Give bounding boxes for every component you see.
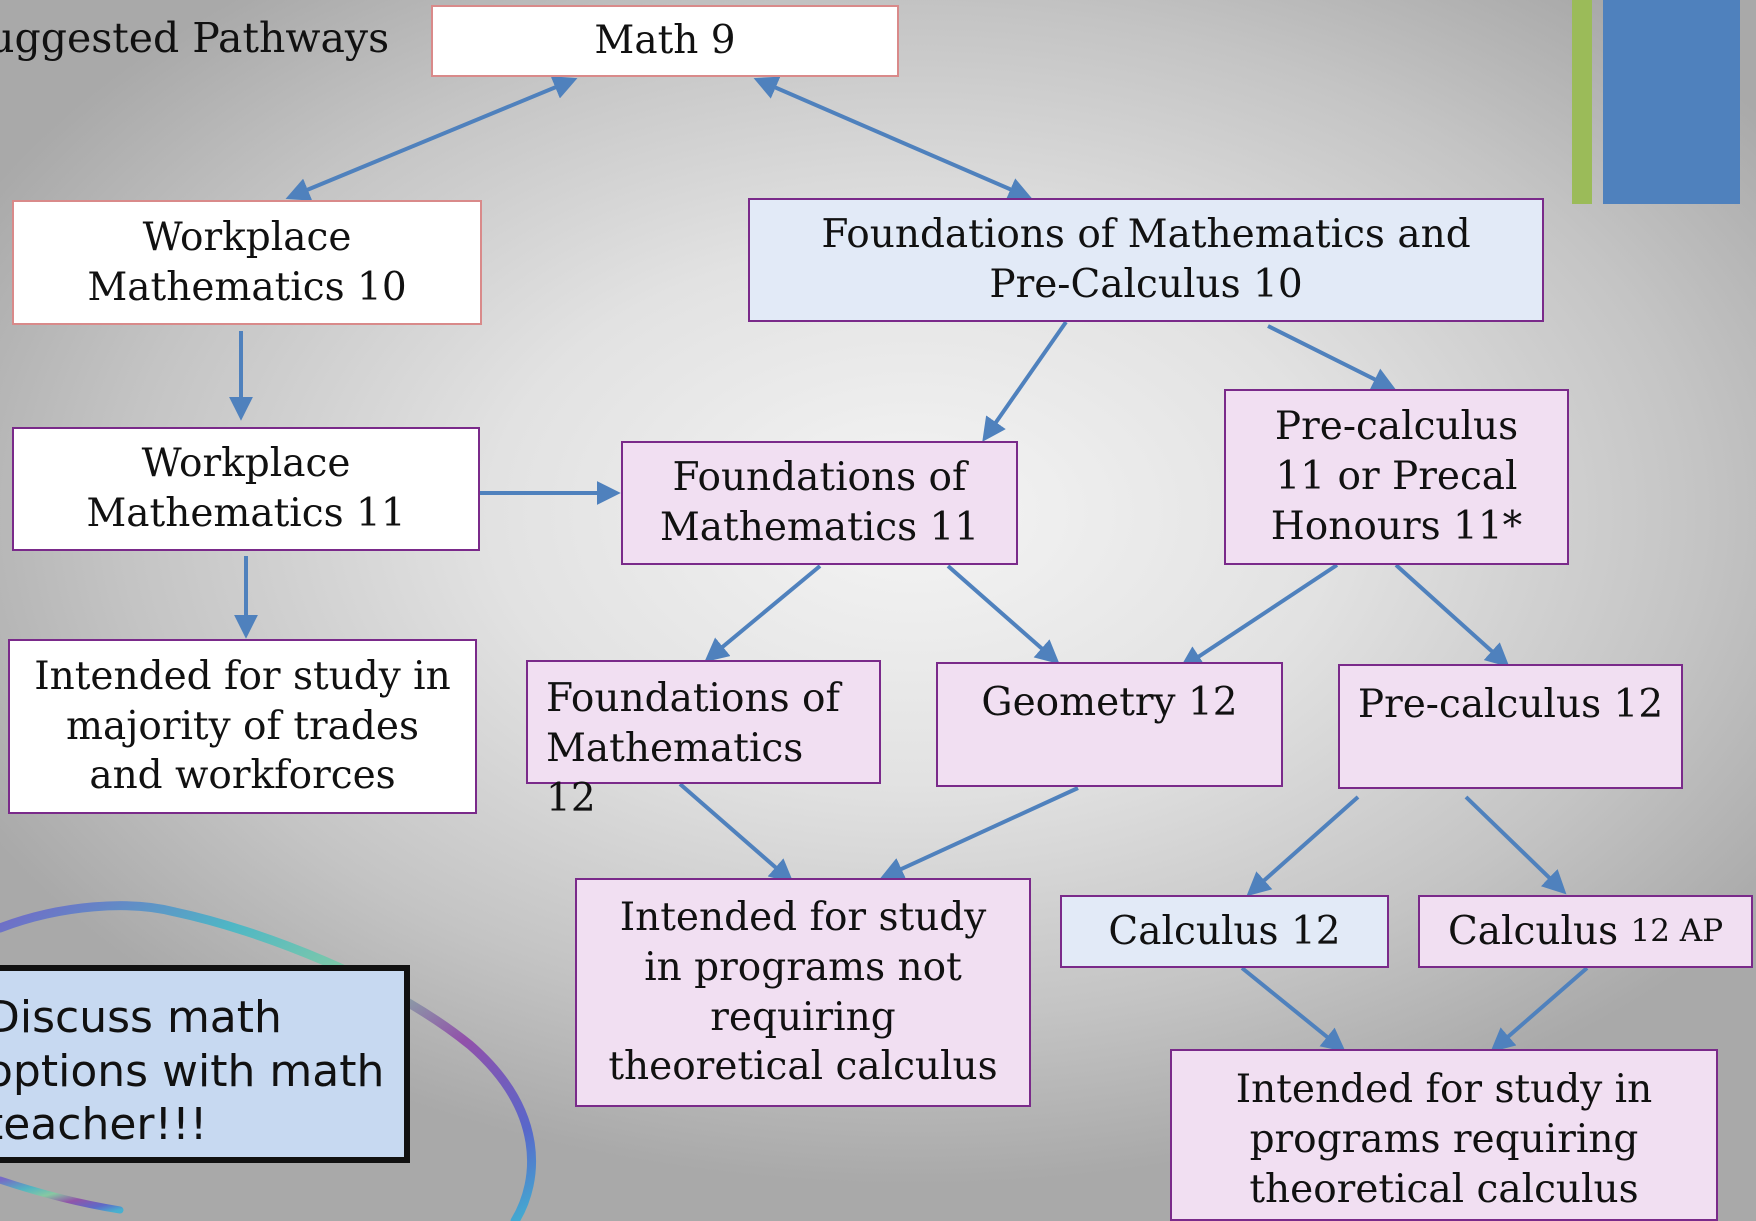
note-non-theoretical-calculus: Intended for study in programs not requi… — [575, 878, 1031, 1107]
arrow-foundations11-foundations12 — [704, 564, 822, 663]
arrow-precalc11-geometry12 — [1178, 563, 1339, 670]
node-precalculus-12-label: Pre-calculus 12 — [1357, 682, 1664, 727]
arrow-precalc11-precalc12 — [1394, 563, 1510, 668]
node-geometry-12-label: Geometry 12 — [981, 680, 1238, 725]
arrow-precalc12-calculus12 — [1246, 795, 1360, 897]
callout-discuss-math: Discuss math options with math teacher!!… — [0, 965, 410, 1163]
node-calculus-12: Calculus 12 — [1060, 895, 1389, 968]
node-workplace-math-10-label: Workplace Mathematics 10 — [87, 214, 407, 310]
arrow-fp10-foundations11 — [982, 320, 1068, 442]
arrow-math9-foundations-precalc10 — [753, 76, 1033, 201]
arrow-foundations11-geometry12 — [946, 564, 1060, 665]
node-geometry-12: Geometry 12 — [936, 662, 1283, 787]
note-theoretical-calculus: Intended for study in programs requiring… — [1170, 1049, 1718, 1221]
arrow-math9-workplace10 — [285, 76, 578, 201]
node-foundations-math-12: Foundations of Mathematics 12 — [526, 660, 881, 821]
accent-bar-green — [1572, 0, 1592, 204]
node-math-9-label: Math 9 — [594, 18, 736, 64]
node-foundations-precalc-10-label: Foundations of Mathematics and Pre-Calcu… — [821, 212, 1471, 307]
note-non-theoretical-calculus-label: Intended for study in programs not requi… — [608, 894, 998, 1090]
node-math-9: Math 9 — [431, 5, 899, 77]
arrow-calculus12ap-theoretical — [1490, 966, 1589, 1053]
note-theoretical-calculus-label: Intended for study in programs requiring… — [1235, 1067, 1653, 1212]
node-foundations-math-11-label: Foundations of Mathematics 11 — [659, 455, 980, 550]
arrow-fp10-precalc11 — [1267, 324, 1397, 391]
node-workplace-math-11-label: Workplace Mathematics 11 — [86, 441, 406, 536]
arrow-foundations12-nontheoretical — [678, 782, 794, 884]
node-foundations-math-11: Foundations of Mathematics 11 — [621, 441, 1018, 565]
page-title: Suggested Pathways — [0, 14, 390, 62]
node-precalculus-12: Pre-calculus 12 — [1338, 664, 1683, 789]
arrow-precalc12-calculus12ap — [1464, 795, 1567, 895]
callout-discuss-math-text: Discuss math options with math teacher!!… — [0, 992, 385, 1151]
arrow-calculus12-theoretical — [1240, 966, 1346, 1053]
node-precalculus-11-label: Pre-calculus 11 or Precal Honours 11* — [1270, 404, 1523, 549]
arrow-geometry12-nontheoretical — [879, 786, 1079, 880]
node-foundations-precalc-10: Foundations of Mathematics and Pre-Calcu… — [748, 198, 1544, 322]
node-calculus-12-ap-suffix: 12 AP — [1630, 912, 1724, 949]
node-foundations-math-12-label: Foundations of Mathematics 12 — [546, 676, 840, 821]
note-trades-workforces-label: Intended for study in majority of trades… — [34, 653, 451, 799]
node-workplace-math-10: Workplace Mathematics 10 — [12, 200, 482, 325]
node-calculus-12-ap: Calculus 12 AP — [1418, 895, 1753, 968]
node-calculus-12-ap-label: Calculus — [1447, 908, 1619, 954]
node-precalculus-11: Pre-calculus 11 or Precal Honours 11* — [1224, 389, 1569, 565]
node-workplace-math-11: Workplace Mathematics 11 — [12, 427, 480, 551]
node-calculus-12-label: Calculus 12 — [1108, 908, 1341, 954]
note-trades-workforces: Intended for study in majority of trades… — [8, 639, 477, 814]
accent-bar-blue — [1603, 0, 1740, 204]
